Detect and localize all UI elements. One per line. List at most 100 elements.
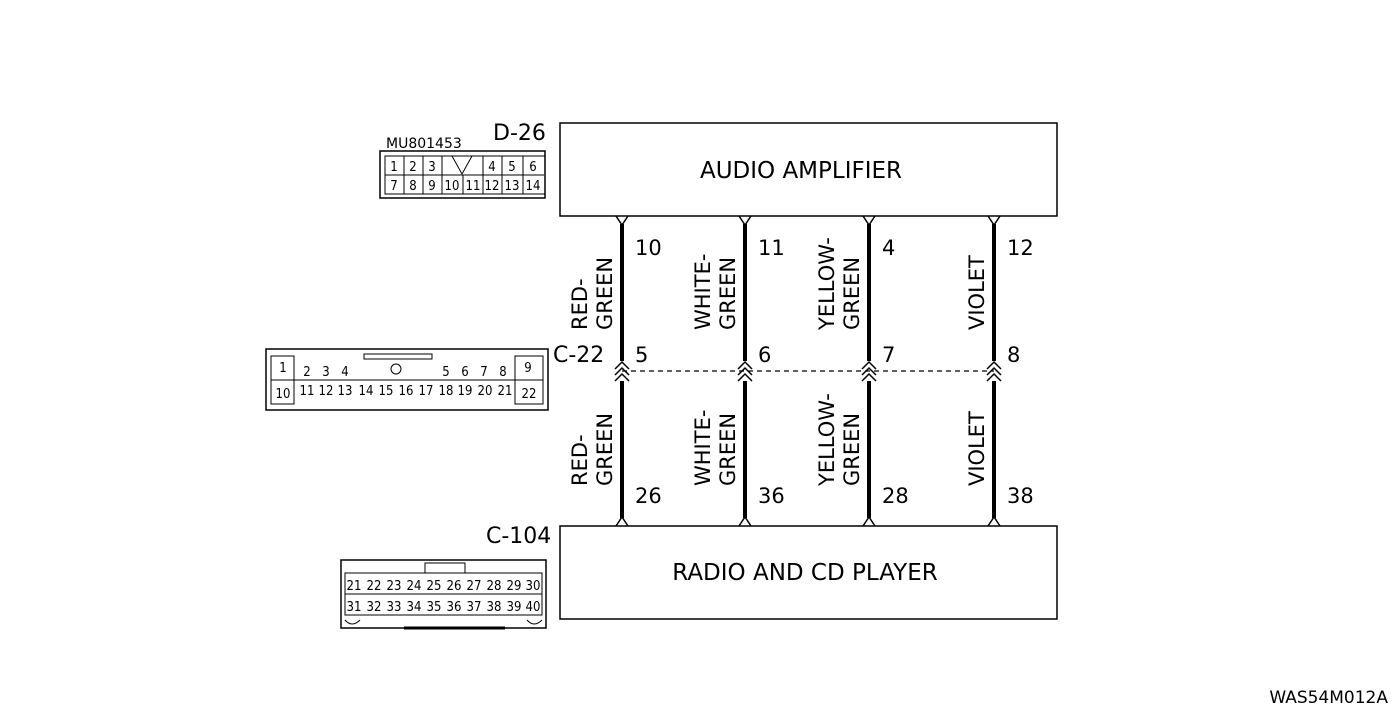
wire-pin-c22: 6 bbox=[758, 343, 771, 367]
wire-pin-radio: 38 bbox=[1007, 484, 1034, 508]
pin-number: 22 bbox=[522, 387, 537, 402]
wire-terminal-mark bbox=[738, 215, 752, 227]
pin-number: 11 bbox=[300, 384, 315, 399]
pin-number: 3 bbox=[428, 160, 435, 175]
pin-number: 12 bbox=[319, 384, 334, 399]
wire-color-label: GREEN bbox=[716, 257, 740, 330]
wire-color-label: GREEN bbox=[593, 413, 617, 486]
pin-number: 23 bbox=[387, 579, 402, 594]
wire-pin-amplifier: 4 bbox=[882, 236, 895, 260]
pin-number: 39 bbox=[507, 600, 522, 615]
pin-number: 12 bbox=[485, 179, 500, 194]
wire-color-label: VIOLET bbox=[965, 411, 989, 486]
pin-number: 10 bbox=[276, 387, 291, 402]
wire-color-label: GREEN bbox=[840, 413, 864, 486]
connector-mark bbox=[986, 372, 1002, 382]
pin-number: 21 bbox=[498, 384, 513, 399]
pin-number: 34 bbox=[407, 600, 422, 615]
wire-terminal-mark bbox=[862, 515, 876, 527]
pin-number: 4 bbox=[488, 160, 495, 175]
pin-number: 30 bbox=[526, 579, 541, 594]
connector-id-d26: D-26 bbox=[493, 121, 546, 146]
pin-number: 7 bbox=[390, 179, 397, 194]
connector-mark bbox=[986, 366, 1002, 376]
connector-id-c22: C-22 bbox=[553, 343, 604, 368]
pin-number: 25 bbox=[427, 579, 442, 594]
wire-color-label: GREEN bbox=[840, 257, 864, 330]
wire-pin-c22: 5 bbox=[635, 343, 648, 367]
connector-mark bbox=[986, 360, 1002, 370]
wire-terminal-mark bbox=[987, 515, 1001, 527]
connector-mark bbox=[737, 366, 753, 376]
pin-number: 29 bbox=[507, 579, 522, 594]
wire-color-label: RED- bbox=[568, 278, 592, 330]
connector-id-c104: C-104 bbox=[486, 524, 551, 549]
wire-pin-amplifier: 12 bbox=[1007, 236, 1034, 260]
pin-number: 14 bbox=[526, 179, 541, 194]
pin-number: 35 bbox=[427, 600, 442, 615]
pin-number: 40 bbox=[526, 600, 541, 615]
pin-number: 8 bbox=[499, 365, 506, 380]
pin-number: 5 bbox=[442, 365, 449, 380]
wire-color-label: RED- bbox=[568, 434, 592, 486]
pin-number: 9 bbox=[524, 361, 531, 376]
pin-number: 13 bbox=[338, 384, 353, 399]
pin-number: 1 bbox=[390, 160, 397, 175]
pin-number: 38 bbox=[487, 600, 502, 615]
pin-number: 33 bbox=[387, 600, 402, 615]
connector-d26-face: 1 2 3 4 5 6 7 8 9 10 11 12 13 14 bbox=[379, 150, 546, 199]
pin-number: 13 bbox=[505, 179, 520, 194]
pin-number: 17 bbox=[419, 384, 434, 399]
pin-number: 28 bbox=[487, 579, 502, 594]
connector-mark bbox=[737, 360, 753, 370]
wire-pin-radio: 26 bbox=[635, 484, 662, 508]
pin-number: 31 bbox=[347, 600, 362, 615]
wire-terminal-mark bbox=[862, 215, 876, 227]
wire-terminal-mark bbox=[615, 215, 629, 227]
pin-number: 22 bbox=[367, 579, 382, 594]
pin-number: 11 bbox=[466, 179, 481, 194]
pin-number: 7 bbox=[480, 365, 487, 380]
audio-amplifier-label: AUDIO AMPLIFIER bbox=[700, 158, 902, 184]
pin-number: 18 bbox=[439, 384, 454, 399]
pin-number: 36 bbox=[447, 600, 462, 615]
radio-cd-player-box bbox=[559, 525, 1058, 620]
wire-color-label: GREEN bbox=[716, 413, 740, 486]
pin-number: 10 bbox=[445, 179, 460, 194]
pin-number: 21 bbox=[347, 579, 362, 594]
wire-color-label: VIOLET bbox=[965, 255, 989, 330]
pin-number: 6 bbox=[461, 365, 468, 380]
pin-number: 32 bbox=[367, 600, 382, 615]
wire-pin-amplifier: 11 bbox=[758, 236, 785, 260]
wire-color-label: GREEN bbox=[593, 257, 617, 330]
pin-number: 14 bbox=[359, 384, 374, 399]
wire-group: 10526RED-GREENRED-GREEN11636WHITE-GREENW… bbox=[568, 215, 1034, 527]
wire-terminal-mark bbox=[987, 215, 1001, 227]
pin-number: 1 bbox=[279, 361, 286, 376]
pin-number: 8 bbox=[409, 179, 416, 194]
connector-mark bbox=[614, 372, 630, 382]
pin-number: 5 bbox=[508, 160, 515, 175]
connector-mark bbox=[861, 366, 877, 376]
wire-terminal-mark bbox=[615, 515, 629, 527]
pin-number: 3 bbox=[322, 365, 329, 380]
pin-number: 24 bbox=[407, 579, 422, 594]
pin-number: 19 bbox=[458, 384, 473, 399]
wire-color-label: YELLOW- bbox=[815, 393, 839, 487]
pin-number: 4 bbox=[341, 365, 348, 380]
connector-c22-face: 1 2 3 4 5 6 7 8 9 10 11 12 13 14 15 16 1… bbox=[265, 348, 549, 411]
pin-number: 2 bbox=[303, 365, 310, 380]
connector-mark bbox=[861, 360, 877, 370]
wire-terminal-mark bbox=[738, 515, 752, 527]
radio-cd-player-label: RADIO AND CD PLAYER bbox=[672, 560, 937, 586]
wire-color-label: YELLOW- bbox=[815, 237, 839, 331]
pin-number: 9 bbox=[428, 179, 435, 194]
wire-pin-c22: 7 bbox=[882, 343, 895, 367]
connector-mark bbox=[614, 366, 630, 376]
pin-number: 16 bbox=[399, 384, 414, 399]
pin-number: 2 bbox=[409, 160, 416, 175]
wire-pin-c22: 8 bbox=[1007, 343, 1020, 367]
connector-c104-face: 21 22 23 24 25 26 27 28 29 30 31 32 33 3… bbox=[340, 559, 547, 630]
wire-pin-radio: 36 bbox=[758, 484, 785, 508]
